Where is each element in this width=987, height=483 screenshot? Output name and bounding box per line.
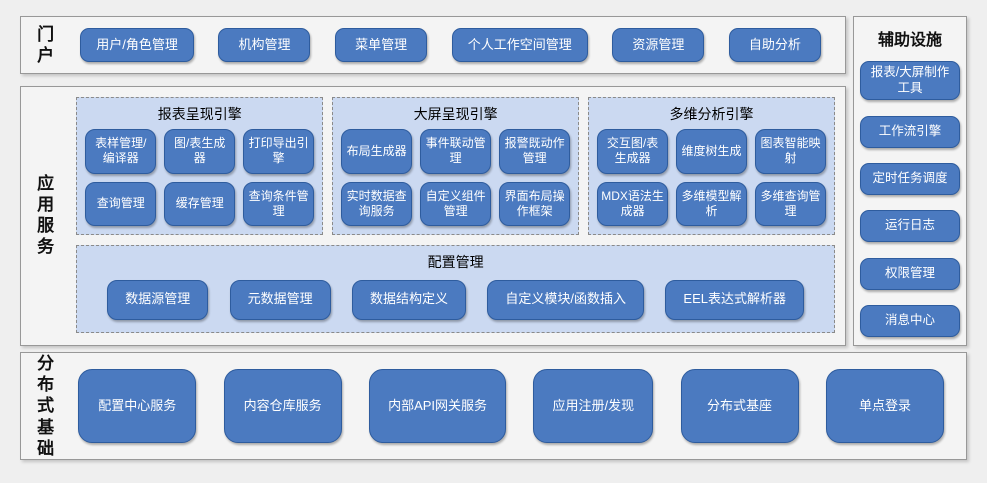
node-distributed-foundation: 分布式基座 xyxy=(680,369,799,443)
node-chart-table-generator: 图/表生成器 xyxy=(164,129,236,174)
node-custom-component-mgmt: 自定义组件管理 xyxy=(420,181,492,226)
node-interactive-chart-generator: 交互图/表生成器 xyxy=(597,129,669,174)
node-mdx-syntax-generator: MDX语法生成器 xyxy=(597,181,669,226)
node-resource-mgmt: 资源管理 xyxy=(612,28,705,62)
node-personal-workspace-mgmt: 个人工作空间管理 xyxy=(451,28,588,62)
group-title: 大屏呈现引擎 xyxy=(413,106,498,122)
node-app-registration-discovery: 应用注册/发现 xyxy=(533,369,654,443)
node-ui-layout-operation-framework: 界面布局操作框架 xyxy=(499,181,571,226)
node-content-repository-service: 内容仓库服务 xyxy=(223,369,342,443)
node-workflow-engine: 工作流引擎 xyxy=(860,115,960,148)
group-title: 多维分析引擎 xyxy=(669,106,754,122)
app-services-content: 报表呈现引擎 表样管理/编译器 图/表生成器 打印导出引擎 查询管理 缓存管理 … xyxy=(56,97,836,333)
node-report-style-mgmt-compiler: 表样管理/编译器 xyxy=(85,129,157,174)
node-multidim-query-mgmt: 多维查询管理 xyxy=(755,181,827,226)
app-services-section: 应用服务 报表呈现引擎 表样管理/编译器 图/表生成器 打印导出引擎 查询管理 … xyxy=(20,86,846,346)
node-message-center: 消息中心 xyxy=(860,304,960,337)
node-query-mgmt: 查询管理 xyxy=(85,181,157,226)
node-print-export-engine: 打印导出引擎 xyxy=(243,129,315,174)
engine-groups-row: 报表呈现引擎 表样管理/编译器 图/表生成器 打印导出引擎 查询管理 缓存管理 … xyxy=(76,97,836,235)
node-cache-mgmt: 缓存管理 xyxy=(164,181,236,226)
node-realtime-data-query-service: 实时数据查询服务 xyxy=(341,181,413,226)
portal-section: 门户 用户/角色管理 机构管理 菜单管理 个人工作空间管理 资源管理 自助分析 xyxy=(20,16,846,74)
node-alarm-action-mgmt: 报警既动作管理 xyxy=(499,129,571,174)
auxiliary-section: 辅助设施 报表/大屏制作工具 工作流引擎 定时任务调度 运行日志 权限管理 消息… xyxy=(853,16,967,346)
group-report-render-engine: 报表呈现引擎 表样管理/编译器 图/表生成器 打印导出引擎 查询管理 缓存管理 … xyxy=(76,97,324,235)
distributed-base-section-label: 分布式基础 xyxy=(37,353,55,458)
node-chart-smart-mapping: 图表智能映射 xyxy=(755,129,827,174)
group-olap-analysis-engine: 多维分析引擎 交互图/表生成器 维度树生成 图表智能映射 MDX语法生成器 多维… xyxy=(588,97,836,235)
group-title: 报表呈现引擎 xyxy=(157,106,242,122)
node-data-structure-definition: 数据结构定义 xyxy=(352,279,467,320)
node-metadata-mgmt: 元数据管理 xyxy=(229,279,331,320)
group-bigscreen-render-engine: 大屏呈现引擎 布局生成器 事件联动管理 报警既动作管理 实时数据查询服务 自定义… xyxy=(332,97,580,235)
group-config-mgmt: 配置管理 数据源管理 元数据管理 数据结构定义 自定义模块/函数插入 EEL表达… xyxy=(76,245,835,333)
app-services-section-label: 应用服务 xyxy=(37,173,55,257)
portal-section-label: 门户 xyxy=(37,24,55,65)
node-config-center-service: 配置中心服务 xyxy=(78,369,197,443)
node-self-service-analysis: 自助分析 xyxy=(728,28,821,62)
node-permission-mgmt: 权限管理 xyxy=(860,257,960,290)
group-title: 配置管理 xyxy=(427,254,484,270)
node-datasource-mgmt: 数据源管理 xyxy=(107,279,209,320)
node-scheduled-task-scheduling: 定时任务调度 xyxy=(860,162,960,195)
node-eel-expression-parser: EEL表达式解析器 xyxy=(665,279,804,320)
node-layout-generator: 布局生成器 xyxy=(341,129,413,174)
node-user-role-mgmt: 用户/角色管理 xyxy=(80,28,194,62)
node-report-bigscreen-authoring-tool: 报表/大屏制作工具 xyxy=(860,61,960,101)
node-custom-module-function-insert: 自定义模块/函数插入 xyxy=(487,279,645,320)
node-menu-mgmt: 菜单管理 xyxy=(335,28,428,62)
node-query-condition-mgmt: 查询条件管理 xyxy=(243,181,315,226)
portal-node-row: 用户/角色管理 机构管理 菜单管理 个人工作空间管理 资源管理 自助分析 xyxy=(56,28,821,62)
node-run-log: 运行日志 xyxy=(860,210,960,243)
auxiliary-section-label: 辅助设施 xyxy=(877,32,942,49)
node-single-sign-on: 单点登录 xyxy=(825,369,944,443)
distributed-base-section: 分布式基础 配置中心服务 内容仓库服务 内部API网关服务 应用注册/发现 分布… xyxy=(20,352,967,460)
node-event-linkage-mgmt: 事件联动管理 xyxy=(420,129,492,174)
node-internal-api-gateway-service: 内部API网关服务 xyxy=(369,369,507,443)
node-multidim-model-parsing: 多维模型解析 xyxy=(676,181,748,226)
node-dimension-tree-generation: 维度树生成 xyxy=(676,129,748,174)
node-org-mgmt: 机构管理 xyxy=(218,28,311,62)
